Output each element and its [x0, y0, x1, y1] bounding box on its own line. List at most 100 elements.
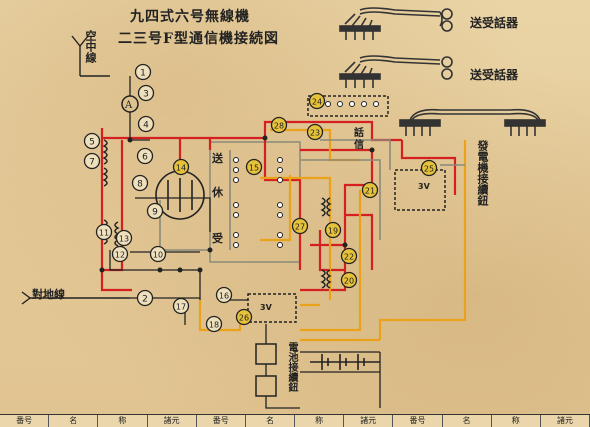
black-wires — [109, 76, 381, 409]
part-marker-19: 19 — [324, 221, 342, 239]
receiver-2-icon — [339, 55, 453, 88]
voltage-label: 3V — [260, 303, 272, 312]
part-number-7: 7 — [89, 158, 95, 168]
switch-talk-label: 話 — [354, 128, 364, 139]
part-number-14: 14 — [176, 164, 186, 173]
switch-signal-label: 信 — [354, 140, 364, 151]
part-marker-23: 23 — [306, 123, 324, 141]
part-marker-11: 11 — [95, 223, 113, 241]
footer-cell: 諸元 — [148, 415, 197, 427]
part-number-5: 5 — [89, 138, 95, 148]
part-marker-3: 3 — [137, 84, 155, 102]
part-marker-12: 12 — [111, 245, 129, 263]
part-marker-27: 27 — [291, 217, 309, 235]
gray-wires — [159, 139, 465, 251]
part-marker-22: 22 — [340, 247, 358, 265]
receiver-1-label: 送受話器 — [470, 16, 519, 30]
part-number-16: 16 — [219, 292, 229, 301]
ammeter-label: A — [124, 100, 133, 111]
generator-label: 發電機接續鈕 — [476, 140, 489, 206]
ground-label: 對地線 — [32, 288, 65, 301]
junction-dots — [99, 135, 375, 273]
part-marker-9: 9 — [146, 202, 164, 220]
wiring-diagram: A 12345678910111213141516171819202122232… — [21, 7, 546, 409]
part-number-24: 24 — [312, 98, 322, 107]
title-line-1: 九四式六号無線機 — [130, 9, 250, 25]
part-number-13: 13 — [119, 235, 129, 244]
part-marker-2: 2 — [136, 289, 154, 307]
part-marker-18: 18 — [205, 315, 223, 333]
part-number-21: 21 — [365, 187, 375, 196]
footer-cell: 名 — [49, 415, 99, 427]
footer-cell: 名 — [443, 415, 492, 427]
voltage-label-2: 3V — [418, 182, 430, 191]
part-marker-28: 28 — [270, 116, 288, 134]
part-marker-20: 20 — [340, 271, 358, 289]
part-number-1: 1 — [140, 69, 146, 79]
switch-tx-label: 送 — [212, 152, 223, 165]
part-number-10: 10 — [153, 251, 163, 260]
footer-cell: 諸元 — [541, 415, 590, 427]
part-marker-14: 14 — [172, 158, 190, 176]
part-number-19: 19 — [328, 227, 338, 236]
ammeter-icon — [121, 95, 139, 113]
antenna-icon — [71, 35, 110, 77]
part-number-12: 12 — [115, 251, 125, 260]
battery-label: 電池接續鈕 — [286, 342, 297, 392]
part-number-17: 17 — [176, 303, 186, 312]
part-marker-25: 25 — [420, 159, 438, 177]
switch-rest-label: 休 — [212, 186, 223, 199]
part-marker-16: 16 — [215, 286, 233, 304]
part-marker-5: 5 — [83, 132, 101, 150]
part-number-8: 8 — [137, 180, 143, 190]
part-number-6: 6 — [142, 153, 148, 163]
switch-rx-label: 受 — [212, 232, 223, 245]
part-number-2: 2 — [142, 295, 148, 305]
part-marker-4: 4 — [137, 115, 155, 133]
part-marker-8: 8 — [131, 174, 149, 192]
vacuum-tube-icon — [155, 170, 205, 220]
part-marker-1: 1 — [134, 63, 152, 81]
part-number-28: 28 — [274, 122, 284, 131]
red-wires — [100, 120, 457, 292]
part-marker-10: 10 — [149, 245, 167, 263]
part-marker-24: 24 — [308, 92, 326, 110]
footer-cell: 番号 — [393, 415, 443, 427]
part-number-4: 4 — [143, 121, 149, 131]
switch-contacts — [233, 101, 379, 248]
antenna-label: 空中線 — [84, 30, 97, 63]
part-number-9: 9 — [152, 208, 158, 218]
part-marker-26: 26 — [235, 308, 253, 326]
parts-table-header: 番号名称諸元番号名称諸元番号名称諸元 — [0, 414, 590, 427]
receiver-1-icon — [339, 7, 453, 40]
footer-cell: 称 — [98, 415, 148, 427]
part-number-25: 25 — [424, 165, 434, 174]
generator-plug-icon — [399, 108, 546, 136]
footer-cell: 称 — [295, 415, 345, 427]
part-marker-15: 15 — [245, 158, 263, 176]
footer-cell: 名 — [246, 415, 296, 427]
part-number-22: 22 — [344, 253, 354, 262]
receiver-2-label: 送受話器 — [470, 68, 519, 82]
footer-cell: 番号 — [197, 415, 246, 427]
part-marker-21: 21 — [361, 181, 379, 199]
title-line-2: 二三号F型通信機接続図 — [118, 31, 279, 47]
part-number-23: 23 — [310, 129, 320, 138]
part-number-18: 18 — [209, 321, 219, 330]
battery-icon — [310, 354, 380, 370]
footer-cell: 称 — [492, 415, 541, 427]
part-marker-13: 13 — [115, 229, 133, 247]
footer-cell: 諸元 — [344, 415, 394, 427]
ground-icon — [21, 291, 130, 305]
part-number-26: 26 — [239, 314, 249, 323]
part-number-20: 20 — [344, 277, 354, 286]
orange-wires — [198, 128, 467, 342]
part-number-15: 15 — [249, 164, 259, 173]
part-marker-17: 17 — [172, 297, 190, 315]
footer-cell: 番号 — [0, 415, 50, 427]
part-marker-7: 7 — [83, 152, 101, 170]
part-number-3: 3 — [143, 90, 149, 100]
part-marker-6: 6 — [136, 147, 154, 165]
